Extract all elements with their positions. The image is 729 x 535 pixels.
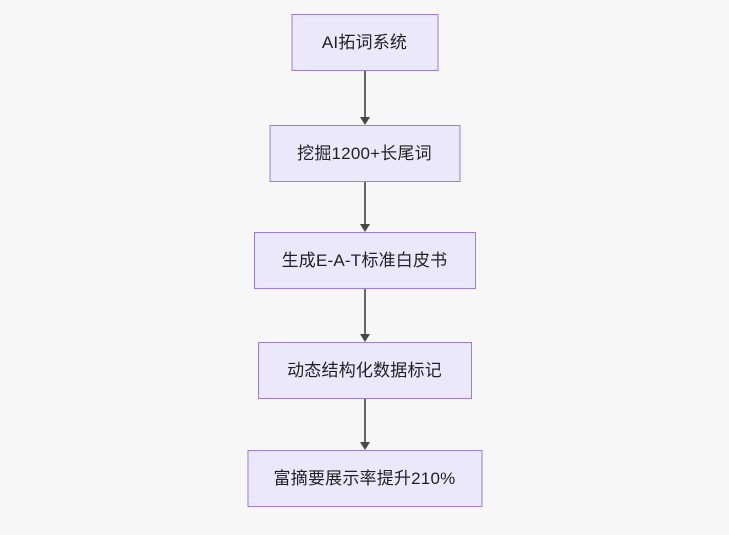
flow-node-label: 挖掘1200+长尾词 (297, 144, 432, 163)
flow-node-label: AI拓词系统 (321, 33, 408, 52)
arrowhead-down-icon (359, 224, 370, 232)
flow-edge-n2-n3 (359, 182, 371, 232)
flow-edge-n3-n4 (359, 289, 371, 342)
flow-node-generate-eat-whitepaper[interactable]: 生成E-A-T标准白皮书 (253, 232, 476, 289)
flow-node-dynamic-structured-data-markup[interactable]: 动态结构化数据标记 (257, 342, 472, 399)
flow-node-rich-snippet-rate-increase[interactable]: 富摘要展示率提升210% (247, 450, 482, 507)
flow-edge-n4-n5 (359, 399, 371, 450)
arrowhead-down-icon (359, 334, 370, 342)
edge-line (363, 399, 366, 443)
flow-node-label: 动态结构化数据标记 (287, 361, 442, 380)
edge-line (363, 182, 366, 225)
flow-node-ai-keyword-system[interactable]: AI拓词系统 (291, 14, 438, 71)
edge-line (363, 71, 366, 118)
flow-node-label: 富摘要展示率提升210% (273, 469, 456, 488)
edge-line (363, 289, 366, 335)
flow-node-label: 生成E-A-T标准白皮书 (281, 251, 448, 270)
arrowhead-down-icon (359, 442, 370, 450)
arrowhead-down-icon (359, 117, 370, 125)
flow-edge-n1-n2 (359, 71, 371, 125)
flow-node-mine-longtail-keywords[interactable]: 挖掘1200+长尾词 (269, 125, 460, 182)
